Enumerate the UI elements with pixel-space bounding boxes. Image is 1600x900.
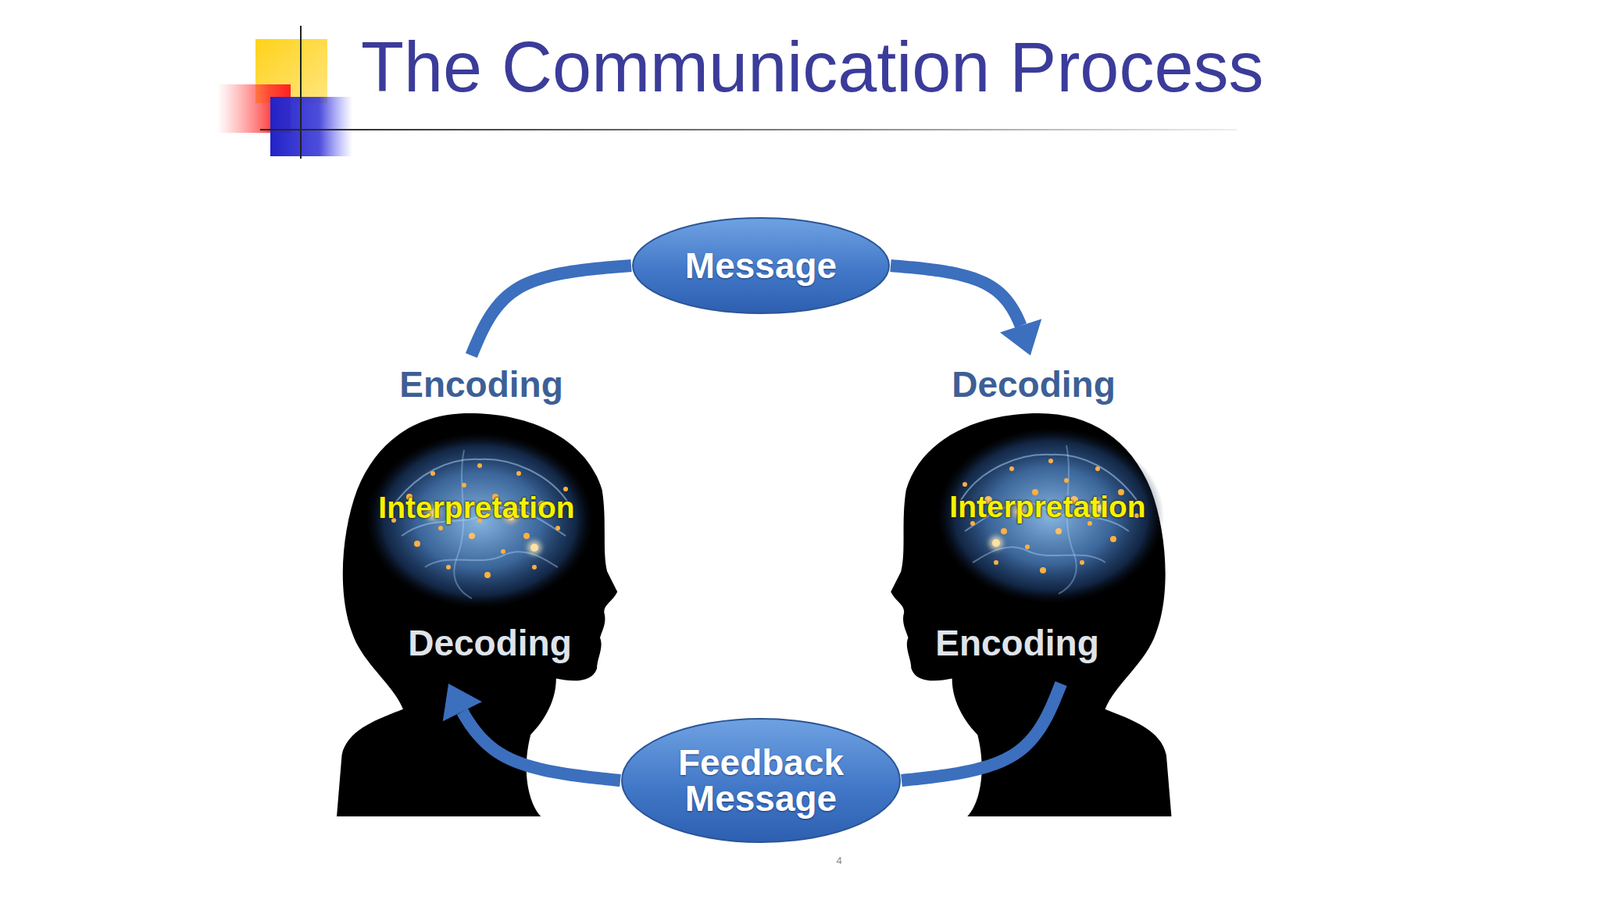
ellipse-shape — [632, 217, 890, 314]
node-text: Feedback Message — [671, 744, 851, 817]
message-ellipse: Feedback Message — [620, 717, 902, 844]
ellipse-shape — [621, 718, 900, 843]
step-heading: Decoding — [951, 364, 1116, 404]
interpretation-text: Interpretation — [378, 490, 575, 525]
arrow-line — [890, 265, 1022, 326]
title-rule — [260, 128, 1237, 131]
flow-arrow — [471, 265, 632, 356]
logo-square — [270, 96, 353, 157]
node-text: Message — [685, 247, 837, 284]
logo-line — [300, 25, 302, 159]
arrow-head — [1000, 318, 1042, 356]
head-silhouette — [890, 413, 1172, 817]
flow-arrow — [890, 265, 1042, 356]
arrow-line — [471, 265, 632, 356]
slide-number: 4 — [835, 854, 842, 867]
node-text: Decoding — [407, 623, 572, 663]
node-text: Encoding — [935, 623, 1100, 663]
step-heading: Encoding — [399, 364, 564, 404]
interpretation-text: Interpretation — [949, 489, 1146, 525]
message-ellipse: Message — [631, 216, 891, 315]
slide-title: The Communication Process — [360, 32, 1264, 103]
person-head: EncodingInterpretationDecoding — [331, 355, 618, 684]
person-head: DecodingInterpretationEncoding — [887, 355, 1189, 684]
head-silhouette — [336, 413, 618, 817]
